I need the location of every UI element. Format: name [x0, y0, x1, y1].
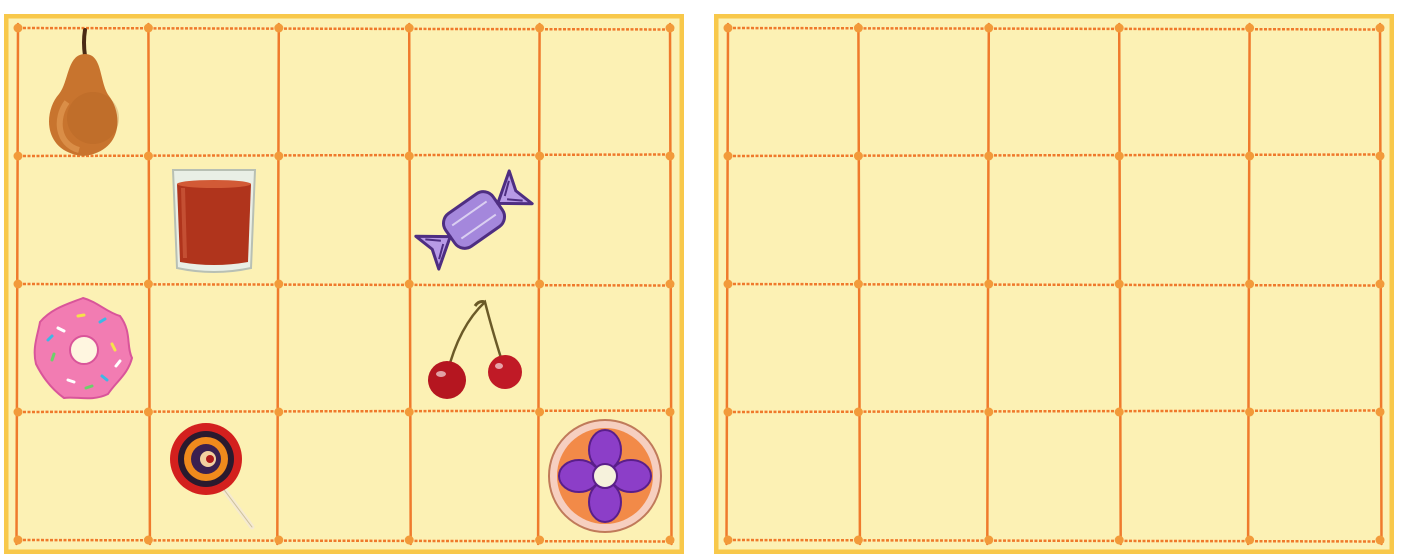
grid-cell[interactable]	[1250, 284, 1380, 412]
grid-cell[interactable]	[18, 156, 148, 284]
grid-cell[interactable]	[18, 284, 148, 412]
grid-cell[interactable]	[858, 284, 988, 412]
board-left	[4, 14, 684, 554]
grid-cell[interactable]	[540, 284, 670, 412]
grid-cell[interactable]	[1250, 412, 1380, 540]
grid-cell[interactable]	[279, 284, 409, 412]
grid-cell[interactable]	[728, 156, 858, 284]
grid-cell[interactable]	[989, 28, 1119, 156]
grid-cell[interactable]	[279, 412, 409, 540]
grid-cell[interactable]	[858, 28, 988, 156]
grid-cell[interactable]	[18, 412, 148, 540]
grid-cell[interactable]	[989, 412, 1119, 540]
grid-cell[interactable]	[1119, 284, 1249, 412]
juice-glass-icon[interactable]	[167, 164, 261, 276]
grid-cell[interactable]	[989, 284, 1119, 412]
grid-cell[interactable]	[540, 156, 670, 284]
grid-cell[interactable]	[1119, 28, 1249, 156]
grid-cell[interactable]	[1119, 156, 1249, 284]
flower-cookie-icon[interactable]	[545, 416, 665, 536]
grid-cell[interactable]	[728, 284, 858, 412]
grid-cell[interactable]	[148, 284, 278, 412]
grid-cell[interactable]	[858, 412, 988, 540]
grid-cell[interactable]	[728, 28, 858, 156]
grid-cell[interactable]	[148, 28, 278, 156]
grid-cell[interactable]	[148, 156, 278, 284]
cherries-icon[interactable]	[419, 296, 529, 400]
lollipop-icon[interactable]	[166, 419, 262, 533]
grid-cell[interactable]	[18, 28, 148, 156]
grid-cell[interactable]	[728, 412, 858, 540]
grid-cell[interactable]	[1250, 156, 1380, 284]
grid-cell[interactable]	[989, 156, 1119, 284]
grid-cell[interactable]	[540, 28, 670, 156]
board-right	[714, 14, 1394, 554]
pear-icon[interactable]	[33, 22, 133, 162]
grid-cell[interactable]	[409, 284, 539, 412]
grid-cell[interactable]	[540, 412, 670, 540]
grid-cell[interactable]	[409, 156, 539, 284]
grid-cell[interactable]	[409, 412, 539, 540]
pink-donut-icon[interactable]	[28, 292, 138, 404]
wrapped-candy-icon[interactable]	[409, 160, 539, 280]
grid-cell[interactable]	[858, 156, 988, 284]
grid-cell[interactable]	[409, 28, 539, 156]
grid-cell[interactable]	[279, 156, 409, 284]
grid-cell[interactable]	[148, 412, 278, 540]
grid-cell[interactable]	[279, 28, 409, 156]
grid-cell[interactable]	[1119, 412, 1249, 540]
grid-cell[interactable]	[1250, 28, 1380, 156]
